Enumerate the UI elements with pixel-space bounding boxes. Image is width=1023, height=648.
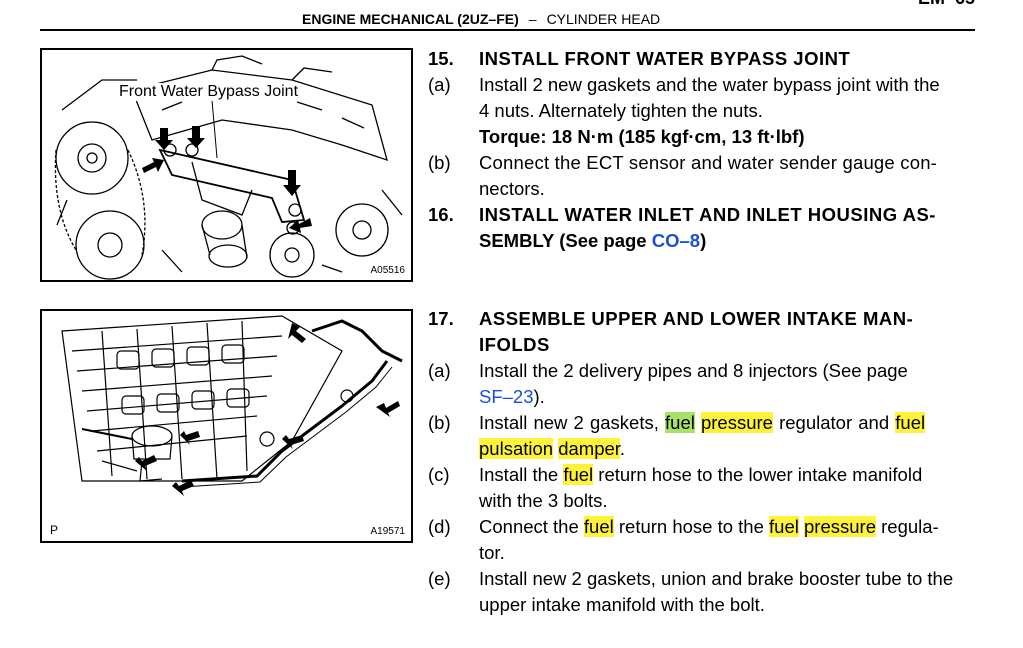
substep-text: nectors. (479, 178, 545, 199)
step-number: 15. (428, 48, 454, 69)
page-number: EM–65 (918, 0, 975, 9)
highlight-damper: damper (558, 438, 620, 459)
substep-text: 4 nuts. Alternately tighten the nuts. (479, 100, 763, 121)
link-sf-23[interactable]: SF–23 (479, 386, 534, 407)
figure-id: A05516 (370, 265, 405, 276)
subsection-title: CYLINDER HEAD (546, 11, 661, 27)
text: Install new 2 gaskets, (479, 412, 666, 433)
text: ). (533, 386, 545, 407)
substep-text-line2: SF–23). (479, 384, 975, 410)
substep-text: Install new 2 gaskets, union and brake b… (479, 568, 954, 589)
header-title: ENGINE MECHANICAL (2UZ–FE)–CYLINDER HEAD (302, 11, 660, 27)
title-text: ) (700, 230, 707, 251)
figure-caption: Front Water Bypass Joint (117, 83, 301, 101)
text: . (619, 438, 626, 459)
step-title: ASSEMBLE UPPER AND LOWER INTAKE MAN- (479, 308, 914, 329)
substep-label: (a) (428, 74, 451, 95)
substep-label: (c) (428, 464, 450, 485)
text: return hose to the lower intake manifold (593, 464, 923, 485)
text: regulator and (772, 412, 896, 433)
substep-text-line2: upper intake manifold with the bolt. (479, 594, 765, 615)
step-title: INSTALL WATER INLET AND INLET HOUSING AS… (479, 204, 936, 225)
substep-text: Install the fuel return hose to the lowe… (479, 462, 975, 488)
engine-illustration-1 (54, 55, 403, 280)
text: regula- (875, 516, 939, 537)
step-number: 16. (428, 204, 454, 225)
substep-label: (b) (428, 412, 451, 433)
title-text: SEMBLY (See page (479, 230, 652, 251)
page-header: ENGINE MECHANICAL (2UZ–FE)–CYLINDER HEAD… (40, 0, 975, 31)
text: return hose to the (613, 516, 770, 537)
figure-corner-mark: P (50, 523, 59, 537)
highlight-pressure: pressure (700, 412, 773, 433)
figure-water-bypass-joint: Front Water Bypass Joint A05516 (40, 48, 413, 282)
highlight-fuel: fuel (563, 464, 594, 485)
substep-label: (e) (428, 568, 451, 589)
link-co-8[interactable]: CO–8 (651, 230, 701, 251)
substep-text: Connect the ECT sensor and water sender … (479, 152, 938, 173)
substep-text: Connect the fuel return hose to the fuel… (479, 514, 975, 540)
step-title-line2: SEMBLY (See page CO–8) (479, 228, 975, 254)
header-separator: – (528, 11, 537, 27)
substep-text-line2: tor. (479, 542, 505, 563)
highlight-fuel: fuel (583, 516, 614, 537)
substep-label: (b) (428, 152, 451, 173)
substep-text: Install the 2 delivery pipes and 8 injec… (479, 360, 908, 381)
highlight-fuel: fuel (769, 516, 799, 537)
highlight-pressure: pressure (804, 516, 876, 537)
highlight-fuel: fuel (895, 412, 926, 433)
step-number: 17. (428, 308, 454, 329)
text: Connect the (479, 516, 584, 537)
torque-spec: Torque: 18 N·m (185 kgf·cm, 13 ft·lbf) (479, 126, 805, 147)
engine-illustration-2 (61, 315, 403, 496)
highlight-fuel: fuel (665, 412, 695, 433)
substep-text-line2: pulsation damper. (479, 436, 975, 462)
substep-label: (d) (428, 516, 451, 537)
step-title-line2: IFOLDS (479, 334, 550, 355)
figure-intake-manifold: P A19571 (40, 309, 413, 543)
figure-id: A19571 (370, 526, 405, 537)
substep-text-line2: with the 3 bolts. (479, 490, 608, 511)
section-title: ENGINE MECHANICAL (2UZ–FE) (302, 11, 519, 27)
substep-text: Install new 2 gaskets, fuel pressure reg… (479, 410, 975, 436)
header-rule (40, 29, 975, 31)
highlight-pulsation: pulsation (479, 438, 554, 459)
text: Install the (479, 464, 564, 485)
substep-label: (a) (428, 360, 451, 381)
substep-text: Install 2 new gaskets and the water bypa… (479, 74, 940, 95)
step-title: INSTALL FRONT WATER BYPASS JOINT (479, 48, 851, 69)
